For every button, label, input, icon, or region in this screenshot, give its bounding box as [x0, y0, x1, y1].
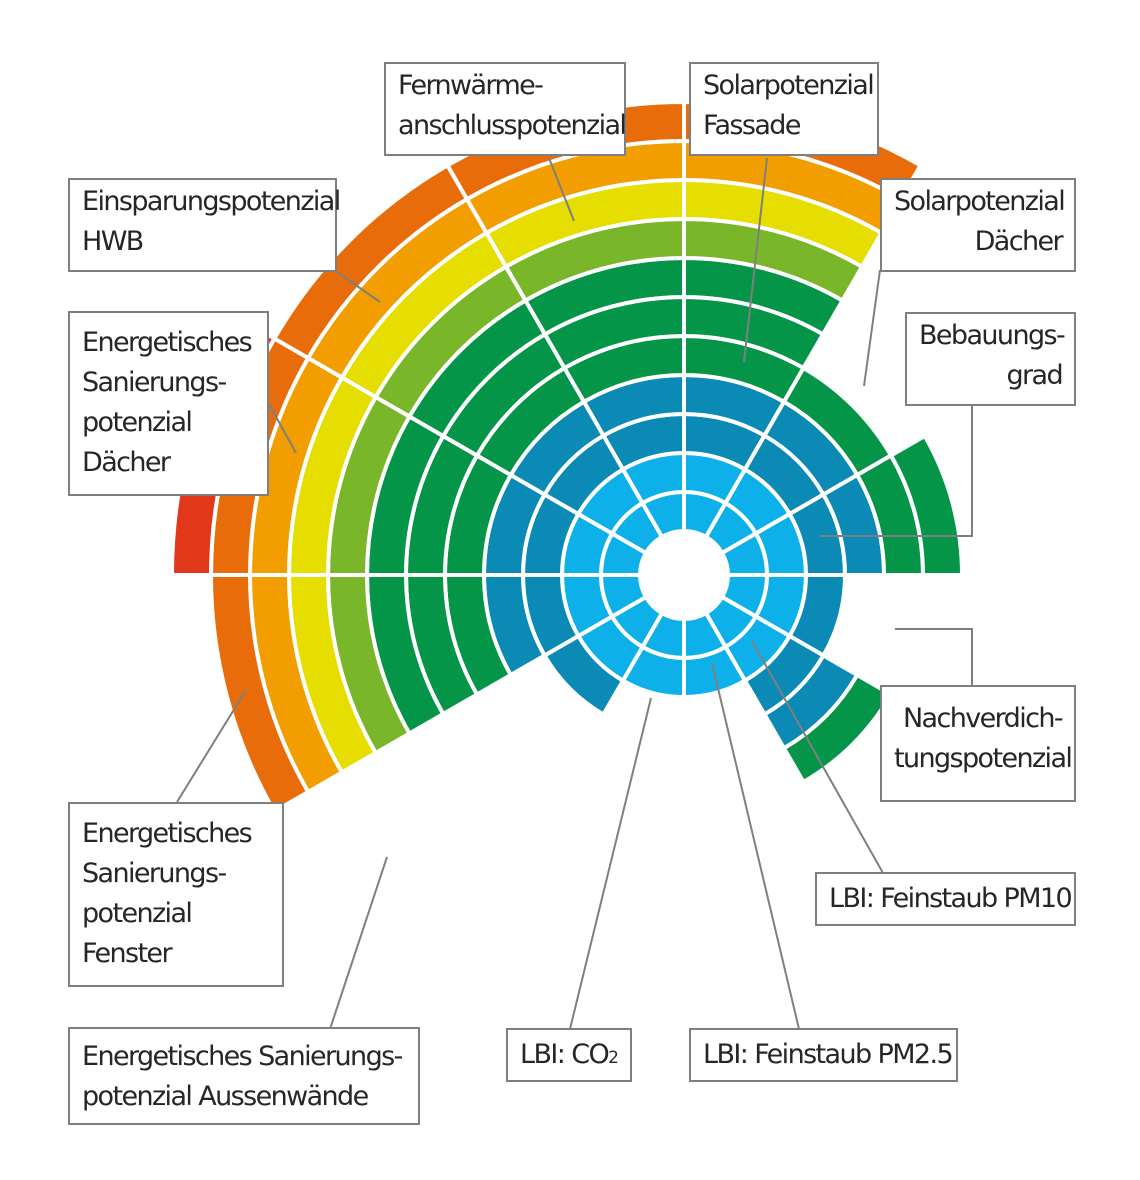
label-hwb: Einsparungspotenzial HWB [68, 178, 341, 272]
label-line: Dächer [974, 226, 1064, 257]
label-line: potenzial [82, 898, 193, 929]
co2-subscript: 2 [608, 1048, 619, 1068]
label-line: Fenster [82, 938, 173, 969]
leader-line-1 [548, 157, 575, 222]
segment-5-level-5 [781, 672, 894, 785]
label-pm25: LBI: Feinstaub PM2.5 [689, 1028, 958, 1082]
label-line: potenzial Aussenwände [82, 1081, 369, 1112]
label-line: LBI: CO2 [520, 1035, 619, 1078]
label-line: Energetisches Sanierungs- [82, 1041, 403, 1072]
label-line: anschlusspotenzial [398, 110, 627, 141]
label-solar-fassade: Solarpotenzial Fassade [689, 62, 879, 156]
label-line: Energetisches [82, 327, 253, 358]
label-daecher: Energetisches Sanierungs- potenzial Däch… [68, 311, 269, 496]
leader-line-5 [895, 628, 973, 686]
label-fenster: Energetisches Sanierungs- potenzial Fens… [68, 802, 284, 987]
label-aussenwaende: Energetisches Sanierungs- potenzial Auss… [68, 1027, 420, 1125]
label-line: Energetisches [82, 818, 253, 849]
leader-line-11 [268, 403, 297, 454]
leader-line-2 [743, 157, 768, 363]
label-line: Einsparungspotenzial [82, 186, 341, 217]
leader-line-6 [751, 640, 884, 874]
label-line: potenzial [82, 407, 193, 438]
leader-line-7 [711, 662, 800, 1030]
label-line: Fernwärme- [398, 70, 544, 101]
label-line: Solarpotenzial [894, 186, 1066, 217]
label-line: Bebauungs- [919, 320, 1066, 351]
label-line: Solarpotenzial [703, 70, 875, 101]
co2-text: LBI: CO [520, 1039, 610, 1070]
segment-3-level-6 [888, 433, 965, 577]
label-line: tungspotenzial [894, 743, 1073, 774]
label-fernwaerme: Fernwärme- anschlusspotenzial [384, 62, 627, 156]
label-line: HWB [82, 226, 144, 257]
leader-line-4 [820, 406, 973, 537]
label-pm10: LBI: Feinstaub PM10 [815, 872, 1076, 926]
label-co2: LBI: CO2 [506, 1028, 632, 1082]
label-line: Dächer [82, 447, 171, 478]
leader-line-12 [336, 271, 381, 303]
label-line: LBI: Feinstaub PM2.5 [703, 1039, 954, 1070]
label-solar-daecher: Solarpotenzial Dächer [880, 178, 1076, 272]
label-line: Sanierungs- [82, 858, 227, 889]
label-nachverdichtung: Nachverdich- tungspotenzial [880, 685, 1076, 802]
label-line: grad [1006, 360, 1063, 391]
leader-line-3 [863, 269, 881, 387]
label-line: Fassade [703, 110, 801, 141]
leader-line-8 [569, 697, 652, 1030]
leader-line-9 [329, 856, 388, 1030]
label-line: LBI: Feinstaub PM10 [829, 883, 1073, 914]
label-bebauungsgrad: Bebauungs- grad [905, 312, 1076, 406]
label-line: Sanierungs- [82, 367, 227, 398]
label-line: Nachverdich- [902, 703, 1064, 734]
leader-line-10 [176, 689, 247, 803]
